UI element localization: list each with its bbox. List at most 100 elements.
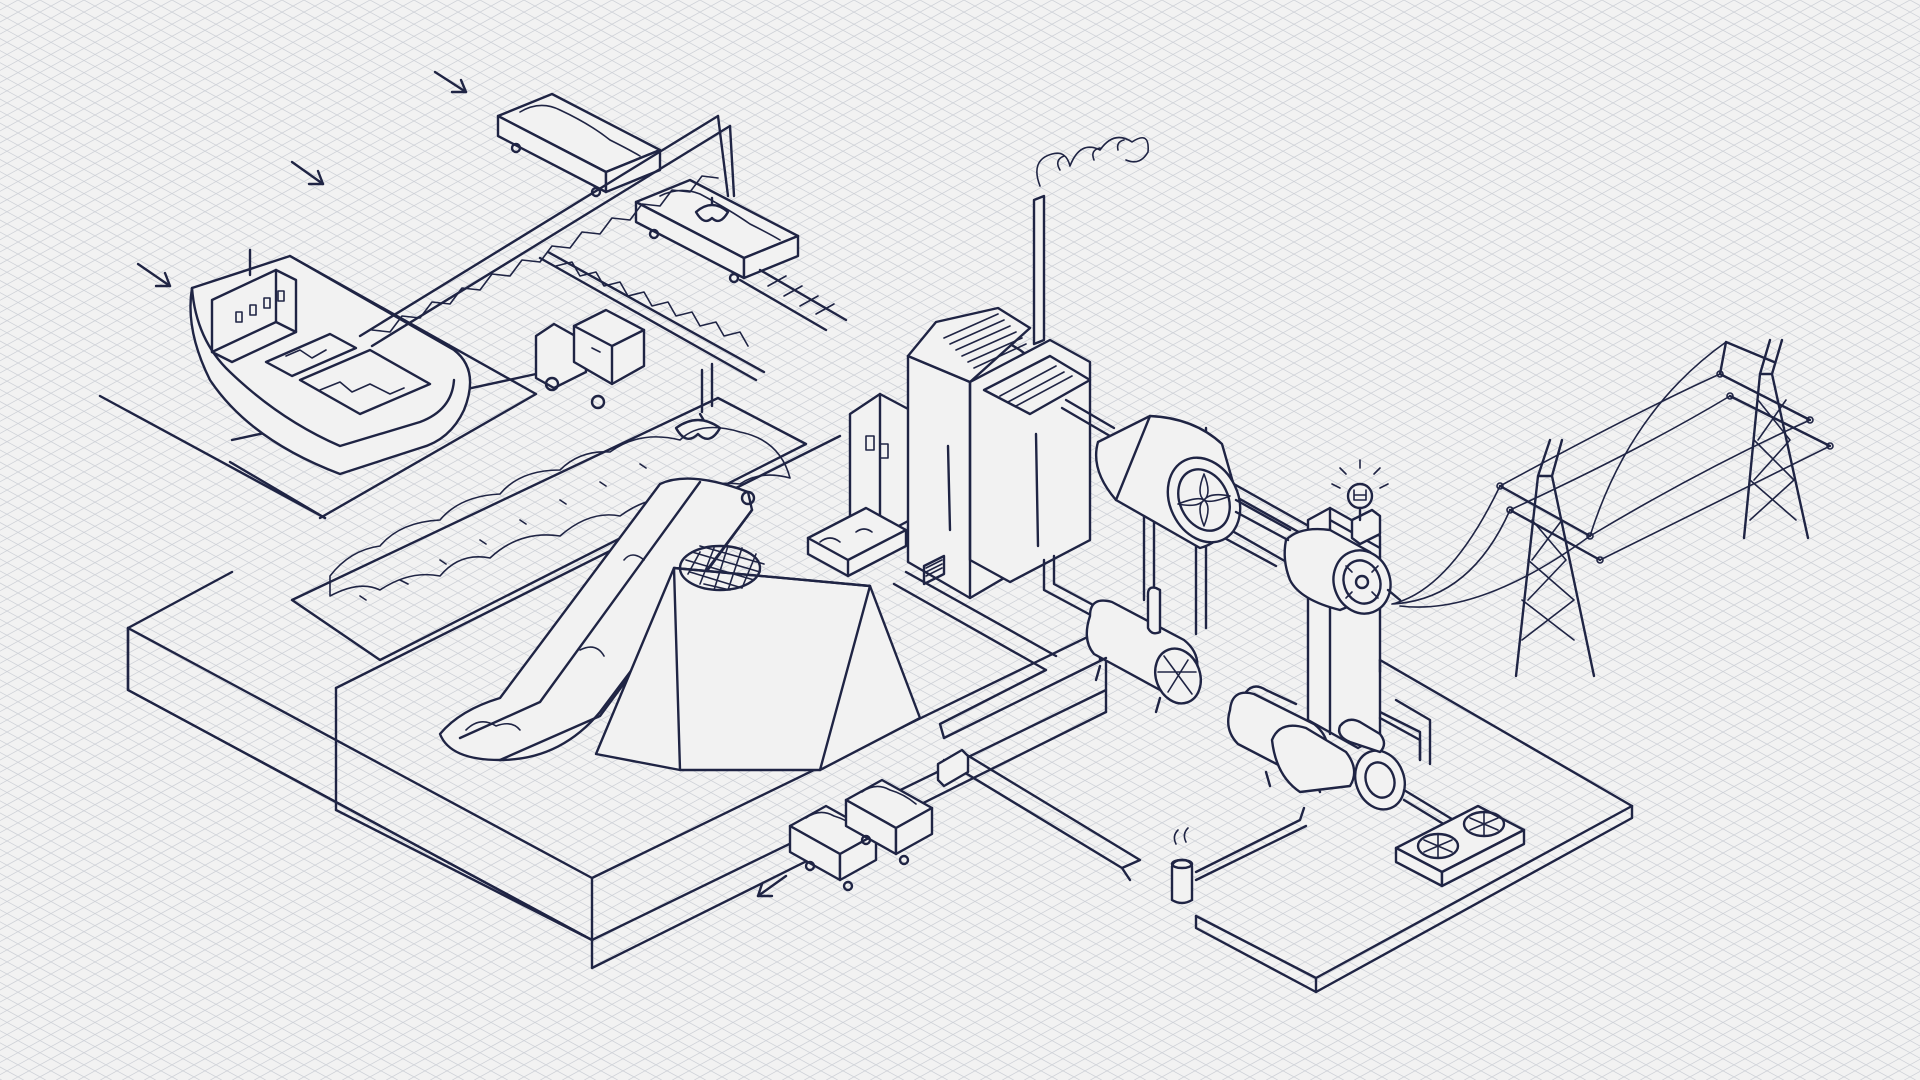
grid-line <box>0 485 1080 1080</box>
grid-line <box>0 0 723 398</box>
grid-line <box>1887 0 1920 19</box>
grid-line <box>0 292 1432 1080</box>
grid-line <box>870 502 1920 1080</box>
arrow-icon <box>433 70 468 94</box>
fuel-pile-icon <box>290 396 808 662</box>
grid-line <box>0 0 1449 797</box>
grid-line <box>0 207 1586 1080</box>
grid-line <box>0 0 1185 652</box>
grid-line <box>0 836 442 1080</box>
arrow-icon <box>290 160 325 186</box>
grid-line <box>0 219 1564 1080</box>
grid-line <box>0 0 855 471</box>
grid-line <box>0 0 1009 555</box>
grid-line <box>0 364 1300 1080</box>
grid-line <box>0 304 1410 1080</box>
turbine <box>1094 414 1242 550</box>
ash-cart-icon <box>844 778 934 866</box>
grid-line <box>650 381 1920 1080</box>
grid-line <box>1464 828 1920 1080</box>
grid-line <box>743 0 1920 648</box>
grid-line <box>0 0 1053 580</box>
grid-line <box>0 461 1124 1080</box>
grid-line <box>1288 732 1920 1080</box>
grid-line <box>0 0 1735 955</box>
grid-line <box>435 0 1920 817</box>
ash-handling <box>756 570 1142 898</box>
grid-line <box>298 187 1920 1080</box>
grid-line <box>0 0 701 386</box>
grid-line <box>0 739 618 1080</box>
grid-line <box>0 413 1212 1080</box>
grid-line <box>853 0 1920 587</box>
grid-line <box>1249 0 1920 369</box>
grid-line <box>0 0 1339 737</box>
coal-storage <box>290 396 808 662</box>
grid-line <box>0 473 1102 1080</box>
grid-line <box>655 0 1920 696</box>
grid-line <box>782 453 1920 1080</box>
grid-line <box>0 824 464 1080</box>
grid-line <box>0 933 266 1080</box>
grid-line <box>633 0 1920 708</box>
grid-line <box>430 260 1920 1080</box>
grid-line <box>0 0 1031 567</box>
grid-line <box>1068 611 1920 1080</box>
grid-line <box>0 0 1427 785</box>
grid-line <box>0 993 156 1080</box>
grid-line <box>1205 0 1920 394</box>
grid-line <box>980 562 1920 1080</box>
grid-line <box>0 316 1388 1080</box>
grid-line <box>628 369 1920 1080</box>
grid-line <box>1200 683 1920 1080</box>
grid-line <box>1244 707 1920 1080</box>
grid-line <box>0 751 596 1080</box>
grid-line <box>0 0 547 301</box>
boiler-tanks <box>1085 586 1472 842</box>
grid-line <box>1161 0 1920 418</box>
grid-line <box>0 0 1361 749</box>
gantry-crane-icon <box>358 114 766 440</box>
grid-line <box>1398 792 1920 1080</box>
power-transmission <box>1391 338 1834 678</box>
power-plant-building <box>806 306 1092 600</box>
grid-line <box>0 0 1757 967</box>
grid-line <box>699 0 1920 672</box>
grid-line <box>562 332 1920 1080</box>
grid-line <box>254 163 1920 1080</box>
grid-line <box>0 582 904 1080</box>
grid-line <box>0 0 1471 809</box>
grid-line <box>1777 0 1920 79</box>
power-pylon-icon <box>1496 438 1604 678</box>
grid-line <box>0 425 1190 1080</box>
grid-line <box>0 0 1075 592</box>
grid-line <box>1403 0 1920 285</box>
grid-line <box>0 0 569 313</box>
grid-line <box>0 812 486 1080</box>
grid-line <box>1310 744 1920 1080</box>
grid-line <box>1552 877 1920 1080</box>
grid-line <box>0 703 684 1080</box>
grid-line <box>0 655 772 1080</box>
grid-line <box>166 115 1920 1080</box>
power-plant-building-icon <box>806 306 1092 600</box>
grid-line <box>0 0 1251 688</box>
dock-edge <box>288 254 538 520</box>
cooling-units <box>1394 804 1526 888</box>
grid-line <box>0 255 1498 1080</box>
grid-line <box>0 1054 46 1080</box>
grid-line <box>0 606 860 1080</box>
grid-line <box>0 0 1559 858</box>
grid-line <box>0 0 1581 870</box>
grid-line <box>0 0 745 410</box>
grid-line <box>0 546 970 1080</box>
grid-line <box>0 0 1515 834</box>
grid-line <box>0 0 811 446</box>
grid-line <box>0 0 415 229</box>
grid-line <box>1623 0 1920 164</box>
grid-line <box>0 340 1344 1080</box>
grid-line <box>1002 574 1920 1080</box>
grid-line <box>0 0 987 543</box>
grid-line <box>0 0 1317 725</box>
grid-line <box>0 0 85 47</box>
